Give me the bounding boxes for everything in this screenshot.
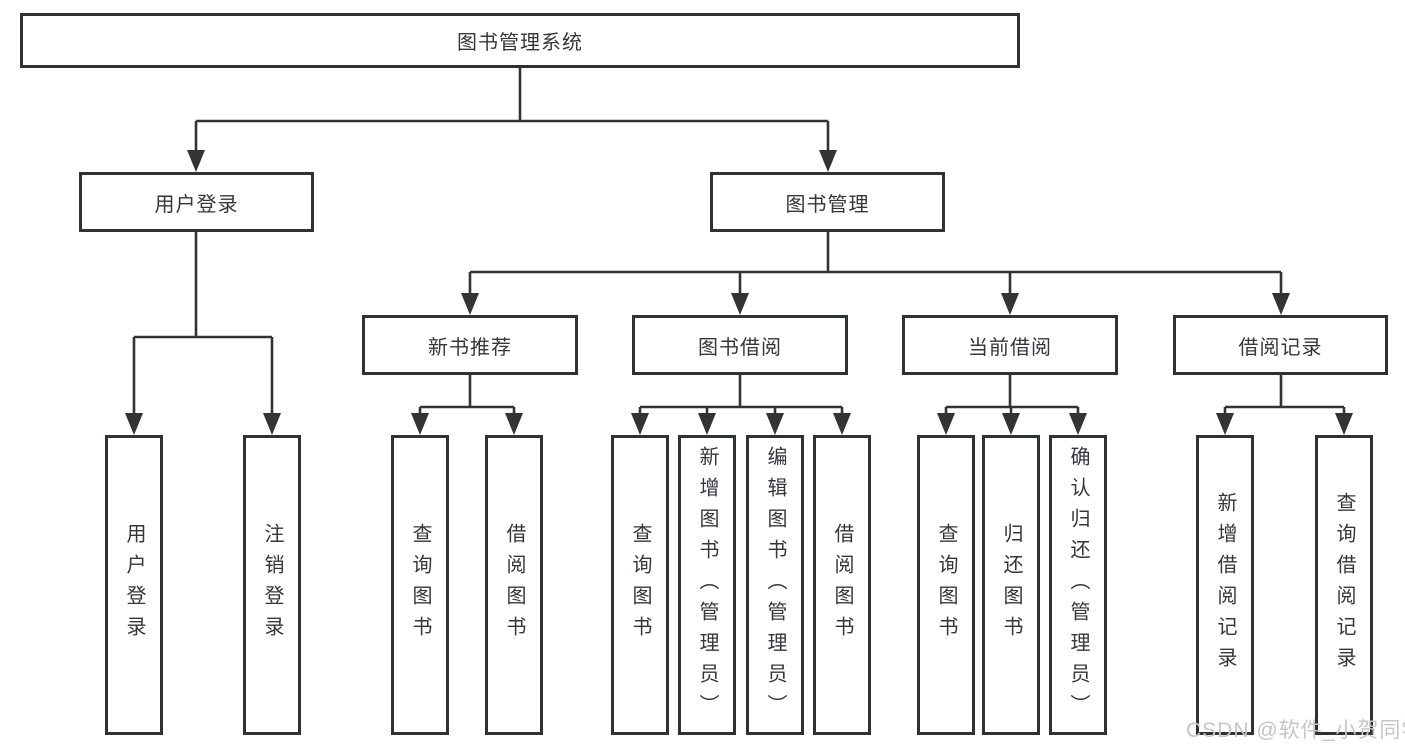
leaf-nbr-query-books: 查询图书	[391, 435, 449, 735]
leaf-br-add-record: 新增借阅记录	[1196, 435, 1254, 735]
leaf-label: 归还图书	[1000, 523, 1022, 647]
node-label: 新书推荐	[428, 336, 512, 359]
leaf-label: 编辑图书（管理员）	[764, 445, 786, 725]
leaf-label: 新增图书（管理员）	[696, 445, 718, 725]
leaf-label: 借阅图书	[503, 523, 525, 647]
node-label: 图书借阅	[698, 336, 782, 359]
leaf-br-query-record: 查询借阅记录	[1315, 435, 1373, 735]
leaf-nbr-borrow-books: 借阅图书	[485, 435, 543, 735]
leaf-bb-add-books-admin: 新增图书（管理员）	[678, 435, 736, 735]
leaf-label: 注销登录	[261, 523, 283, 647]
node-current-borrow: 当前借阅	[902, 315, 1118, 375]
node-borrow-records: 借阅记录	[1173, 315, 1388, 375]
leaf-label: 借阅图书	[831, 523, 853, 647]
node-book-system: 图书管理系统	[20, 13, 1020, 68]
watermark: CSDN @软件_小贺同学	[1186, 719, 1405, 742]
leaf-user-login: 用户登录	[105, 435, 163, 735]
leaf-cb-query-books: 查询图书	[917, 435, 975, 735]
node-label: 图书管理系统	[457, 32, 583, 54]
leaf-bb-query-books: 查询图书	[611, 435, 669, 735]
leaf-bb-borrow-books: 借阅图书	[813, 435, 871, 735]
leaf-label: 确认归还（管理员）	[1067, 445, 1089, 725]
node-label: 借阅记录	[1238, 336, 1323, 359]
leaf-cb-return-books: 归还图书	[982, 435, 1040, 735]
node-book-management: 图书管理	[710, 172, 945, 232]
node-label: 用户登录	[154, 193, 239, 216]
leaf-label: 查询图书	[629, 523, 651, 647]
leaf-cb-confirm-return-admin: 确认归还（管理员）	[1049, 435, 1107, 735]
node-new-book-recommend: 新书推荐	[362, 315, 578, 375]
leaf-label: 查询借阅记录	[1333, 492, 1355, 678]
leaf-label: 用户登录	[123, 523, 145, 647]
leaf-bb-edit-books-admin: 编辑图书（管理员）	[746, 435, 804, 735]
leaf-label: 查询图书	[409, 523, 431, 647]
leaf-label: 新增借阅记录	[1214, 492, 1236, 678]
node-book-borrow: 图书借阅	[632, 315, 848, 375]
node-label: 图书管理	[785, 193, 870, 216]
node-user-login: 用户登录	[79, 172, 314, 232]
leaf-logout-login: 注销登录	[243, 435, 301, 735]
node-label: 当前借阅	[968, 336, 1052, 359]
leaf-label: 查询图书	[935, 523, 957, 647]
